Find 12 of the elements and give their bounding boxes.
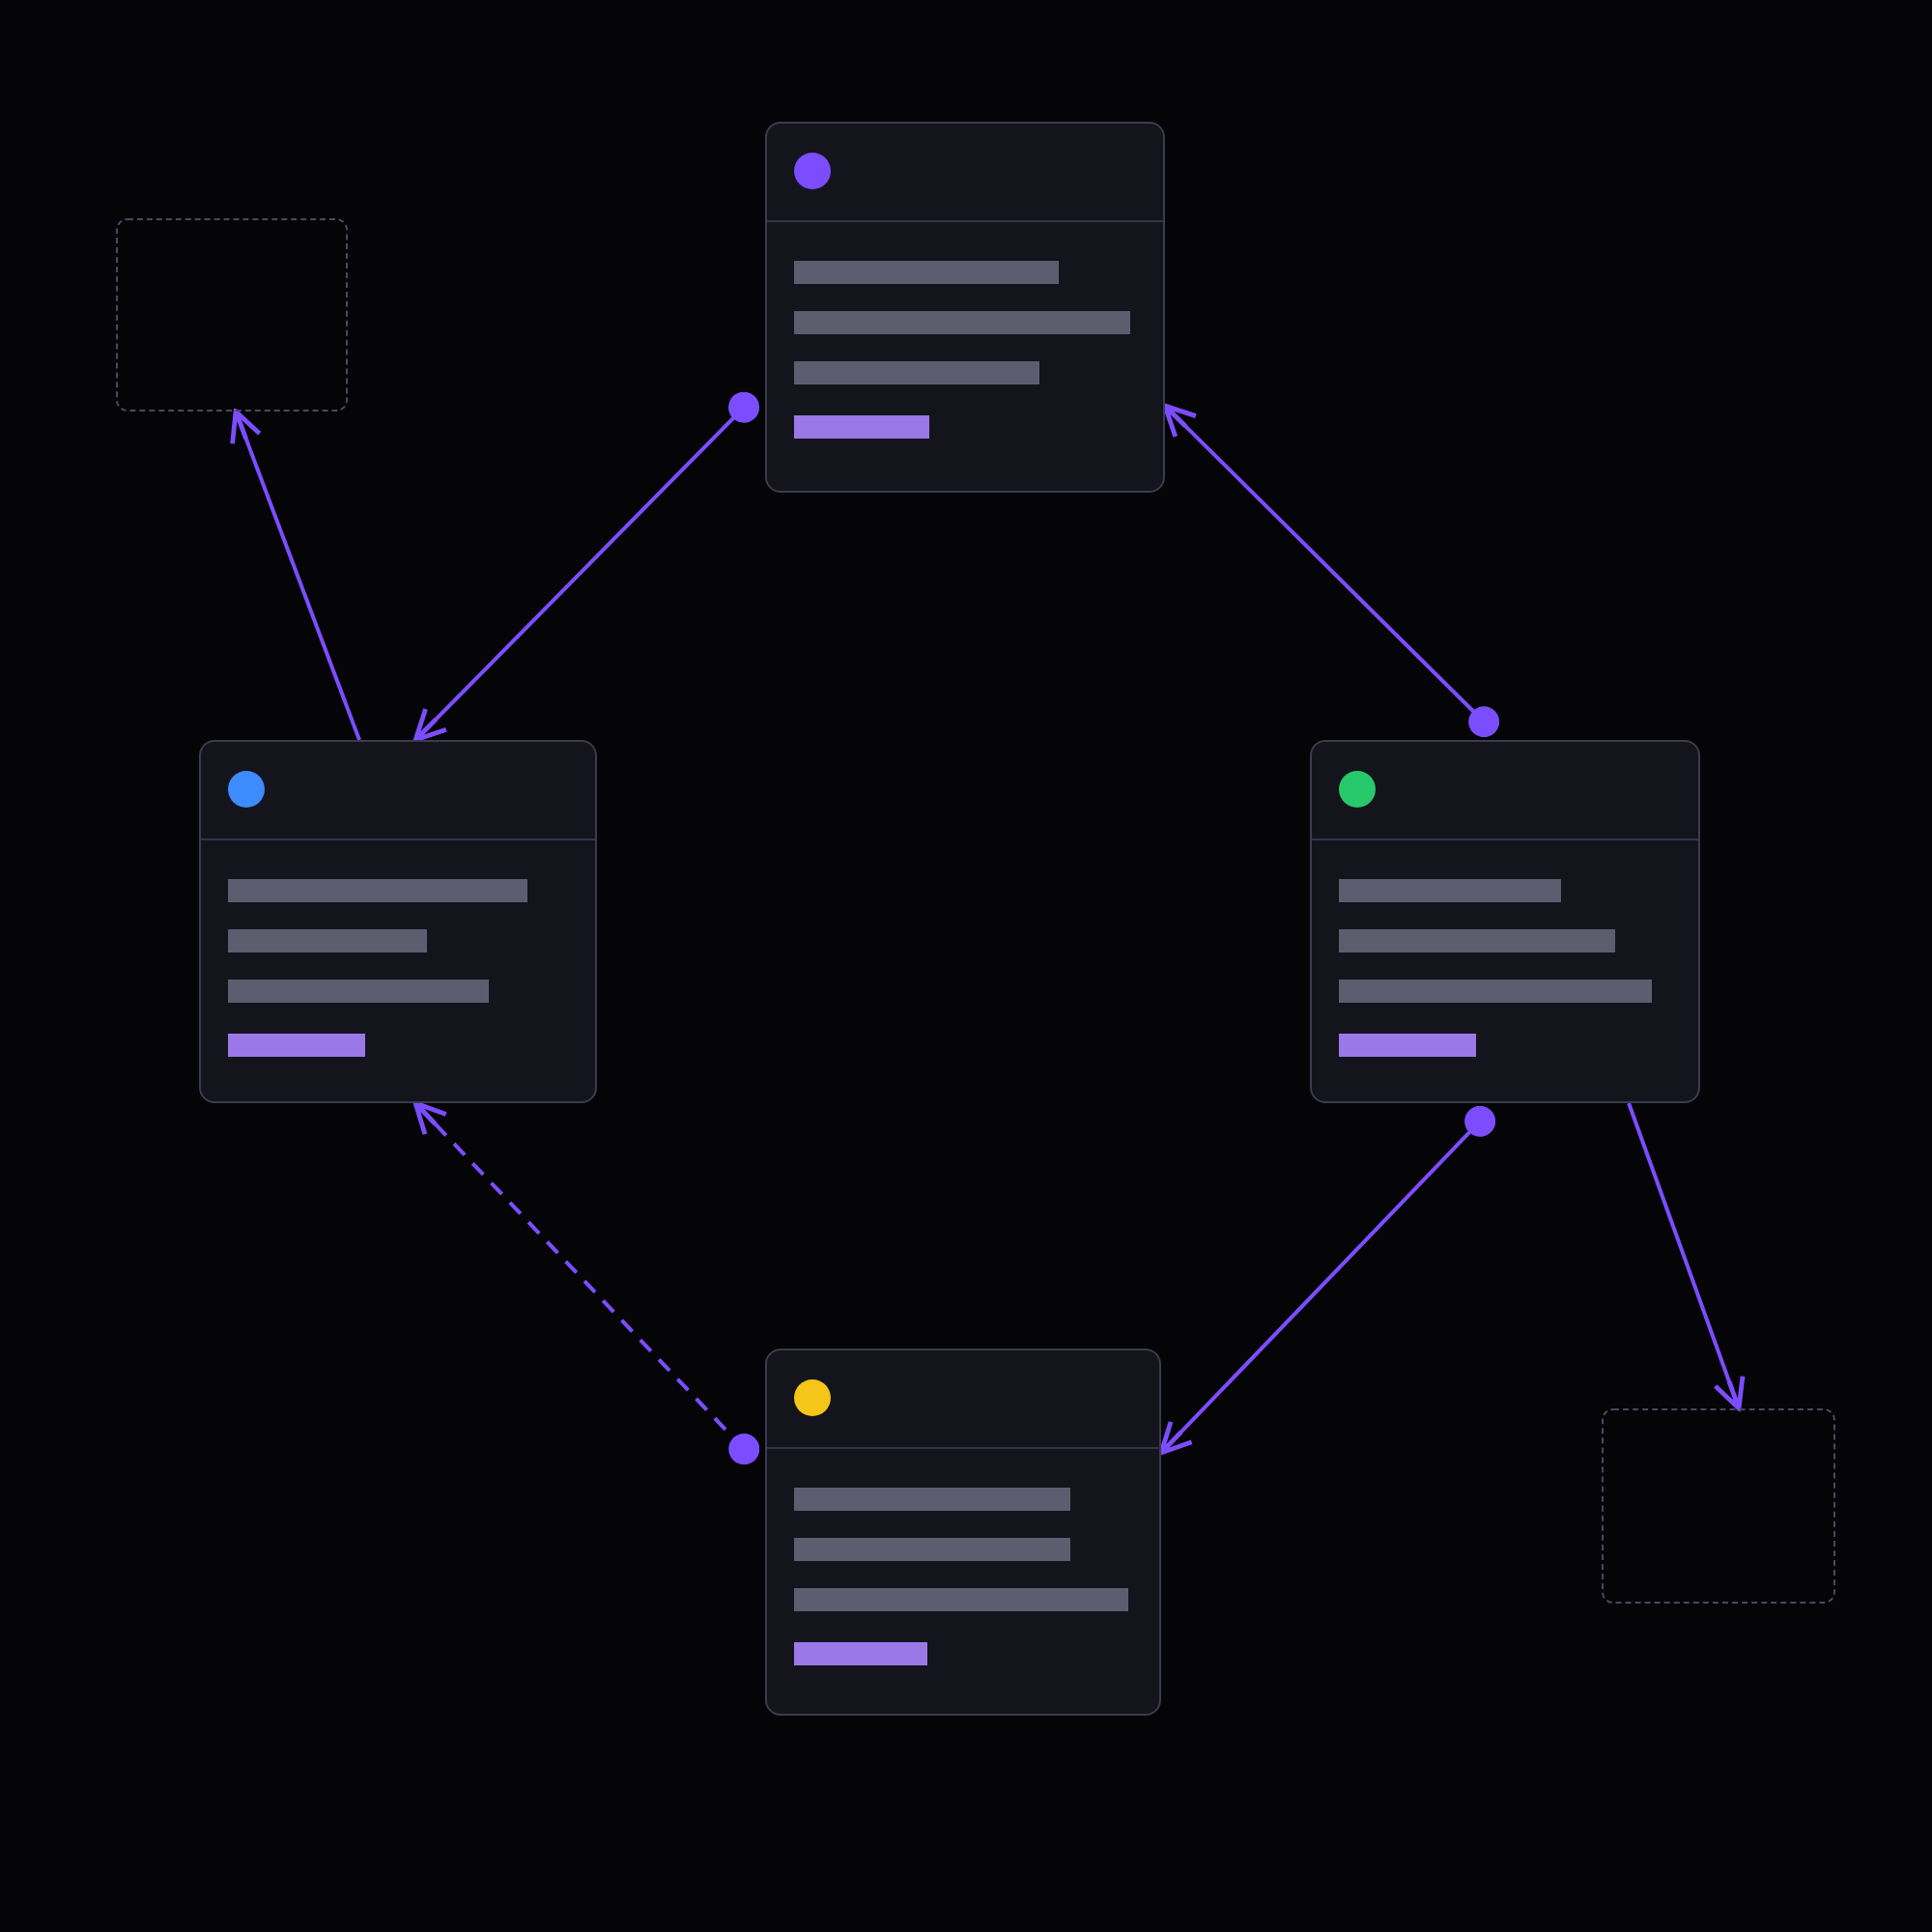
node-card [765, 122, 1165, 493]
arrow [1627, 1102, 1746, 1411]
node-card [1310, 740, 1700, 1103]
arrow [1162, 403, 1500, 738]
placeholder-box [1602, 1408, 1835, 1604]
node-card [765, 1349, 1161, 1716]
arrow [230, 409, 361, 741]
placeholder-box [116, 218, 348, 412]
arrow [412, 1100, 760, 1465]
arrow [1158, 1105, 1496, 1456]
arrow [412, 391, 760, 743]
node-card [199, 740, 597, 1103]
